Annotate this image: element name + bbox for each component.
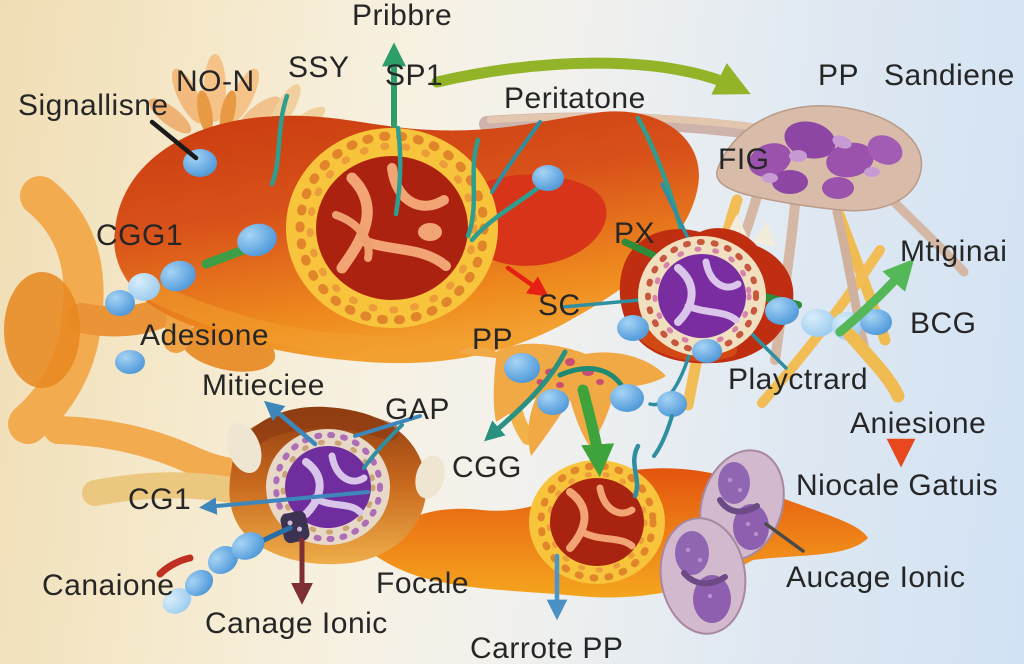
px-cell [561,182,802,407]
main-cell-nucleus [286,128,498,328]
lymph-cell-2 [659,517,747,635]
label-canaione: Canaione [42,569,175,602]
pp-dendritic-cell [458,343,687,458]
label-peritatone: Peritatone [504,82,646,115]
label-cg1: CG1 [128,483,192,516]
membrane-port [280,510,310,544]
arrow-green-thick [577,384,615,478]
pointer-gap [362,423,404,470]
label-mitieciee: Mitieciee [202,369,325,402]
vesicle-blob [532,165,564,191]
vesicle-chain-cgg1 [105,223,277,374]
pointer-peritatone [490,120,542,194]
label-sp1: SP1 [385,59,444,92]
arrow-cgg [484,349,568,442]
label-no-n: NO-N [176,65,255,98]
bottom-cell-nucleus [529,460,665,584]
label-signallisne: Signallisne [18,89,169,122]
label-cgg1: CGG1 [96,219,184,252]
px-cell-nucleus [638,236,766,356]
label-carrote-pp: Carrote PP [470,632,624,664]
lymph-cell-1 [699,449,785,561]
label-aniesione: Aniesione [850,407,987,440]
label-pp-top: PP [818,59,860,92]
label-canage-ionic: Canage Ionic [205,607,388,640]
green-connector [621,238,657,259]
vesicle-chain-canaione [156,532,265,614]
label-adesione: Adesione [140,319,270,352]
pointer-aucage [764,522,805,553]
pointer-signallisne [149,119,199,161]
dendritic-cell-granules [748,121,903,199]
red-crescent [156,554,194,578]
label-cgg: CGG [452,451,522,484]
arrows [149,42,916,621]
label-pp-mid: PP [472,323,514,356]
label-sandiene: Sandiene [884,59,1015,92]
cg1-cell [82,406,445,565]
label-ssy: SSY [288,51,350,84]
label-focale: Focale [376,567,470,600]
label-pribbre: Pribbre [352,0,453,32]
label-fig: FIG [718,143,770,176]
arrow-olive-curved [431,57,751,95]
label-mtiginai: Mtiginai [900,235,1008,268]
label-niocale-gatuis: Niocale Gatuis [796,469,999,502]
label-gap: GAP [385,393,450,426]
label-px: PX [614,217,656,250]
arrow-mtiginai [835,258,915,337]
cg1-cell-blue-lines [198,414,422,515]
label-sc: SC [538,289,581,322]
label-aucage-ionic: Aucage Ionic [786,561,966,594]
arrow-sc [505,265,549,297]
main-cell [114,93,699,364]
label-playctrard: Playctrard [728,363,869,396]
arrow-mitieciee [263,400,318,447]
label-bcg: BCG [910,307,977,340]
